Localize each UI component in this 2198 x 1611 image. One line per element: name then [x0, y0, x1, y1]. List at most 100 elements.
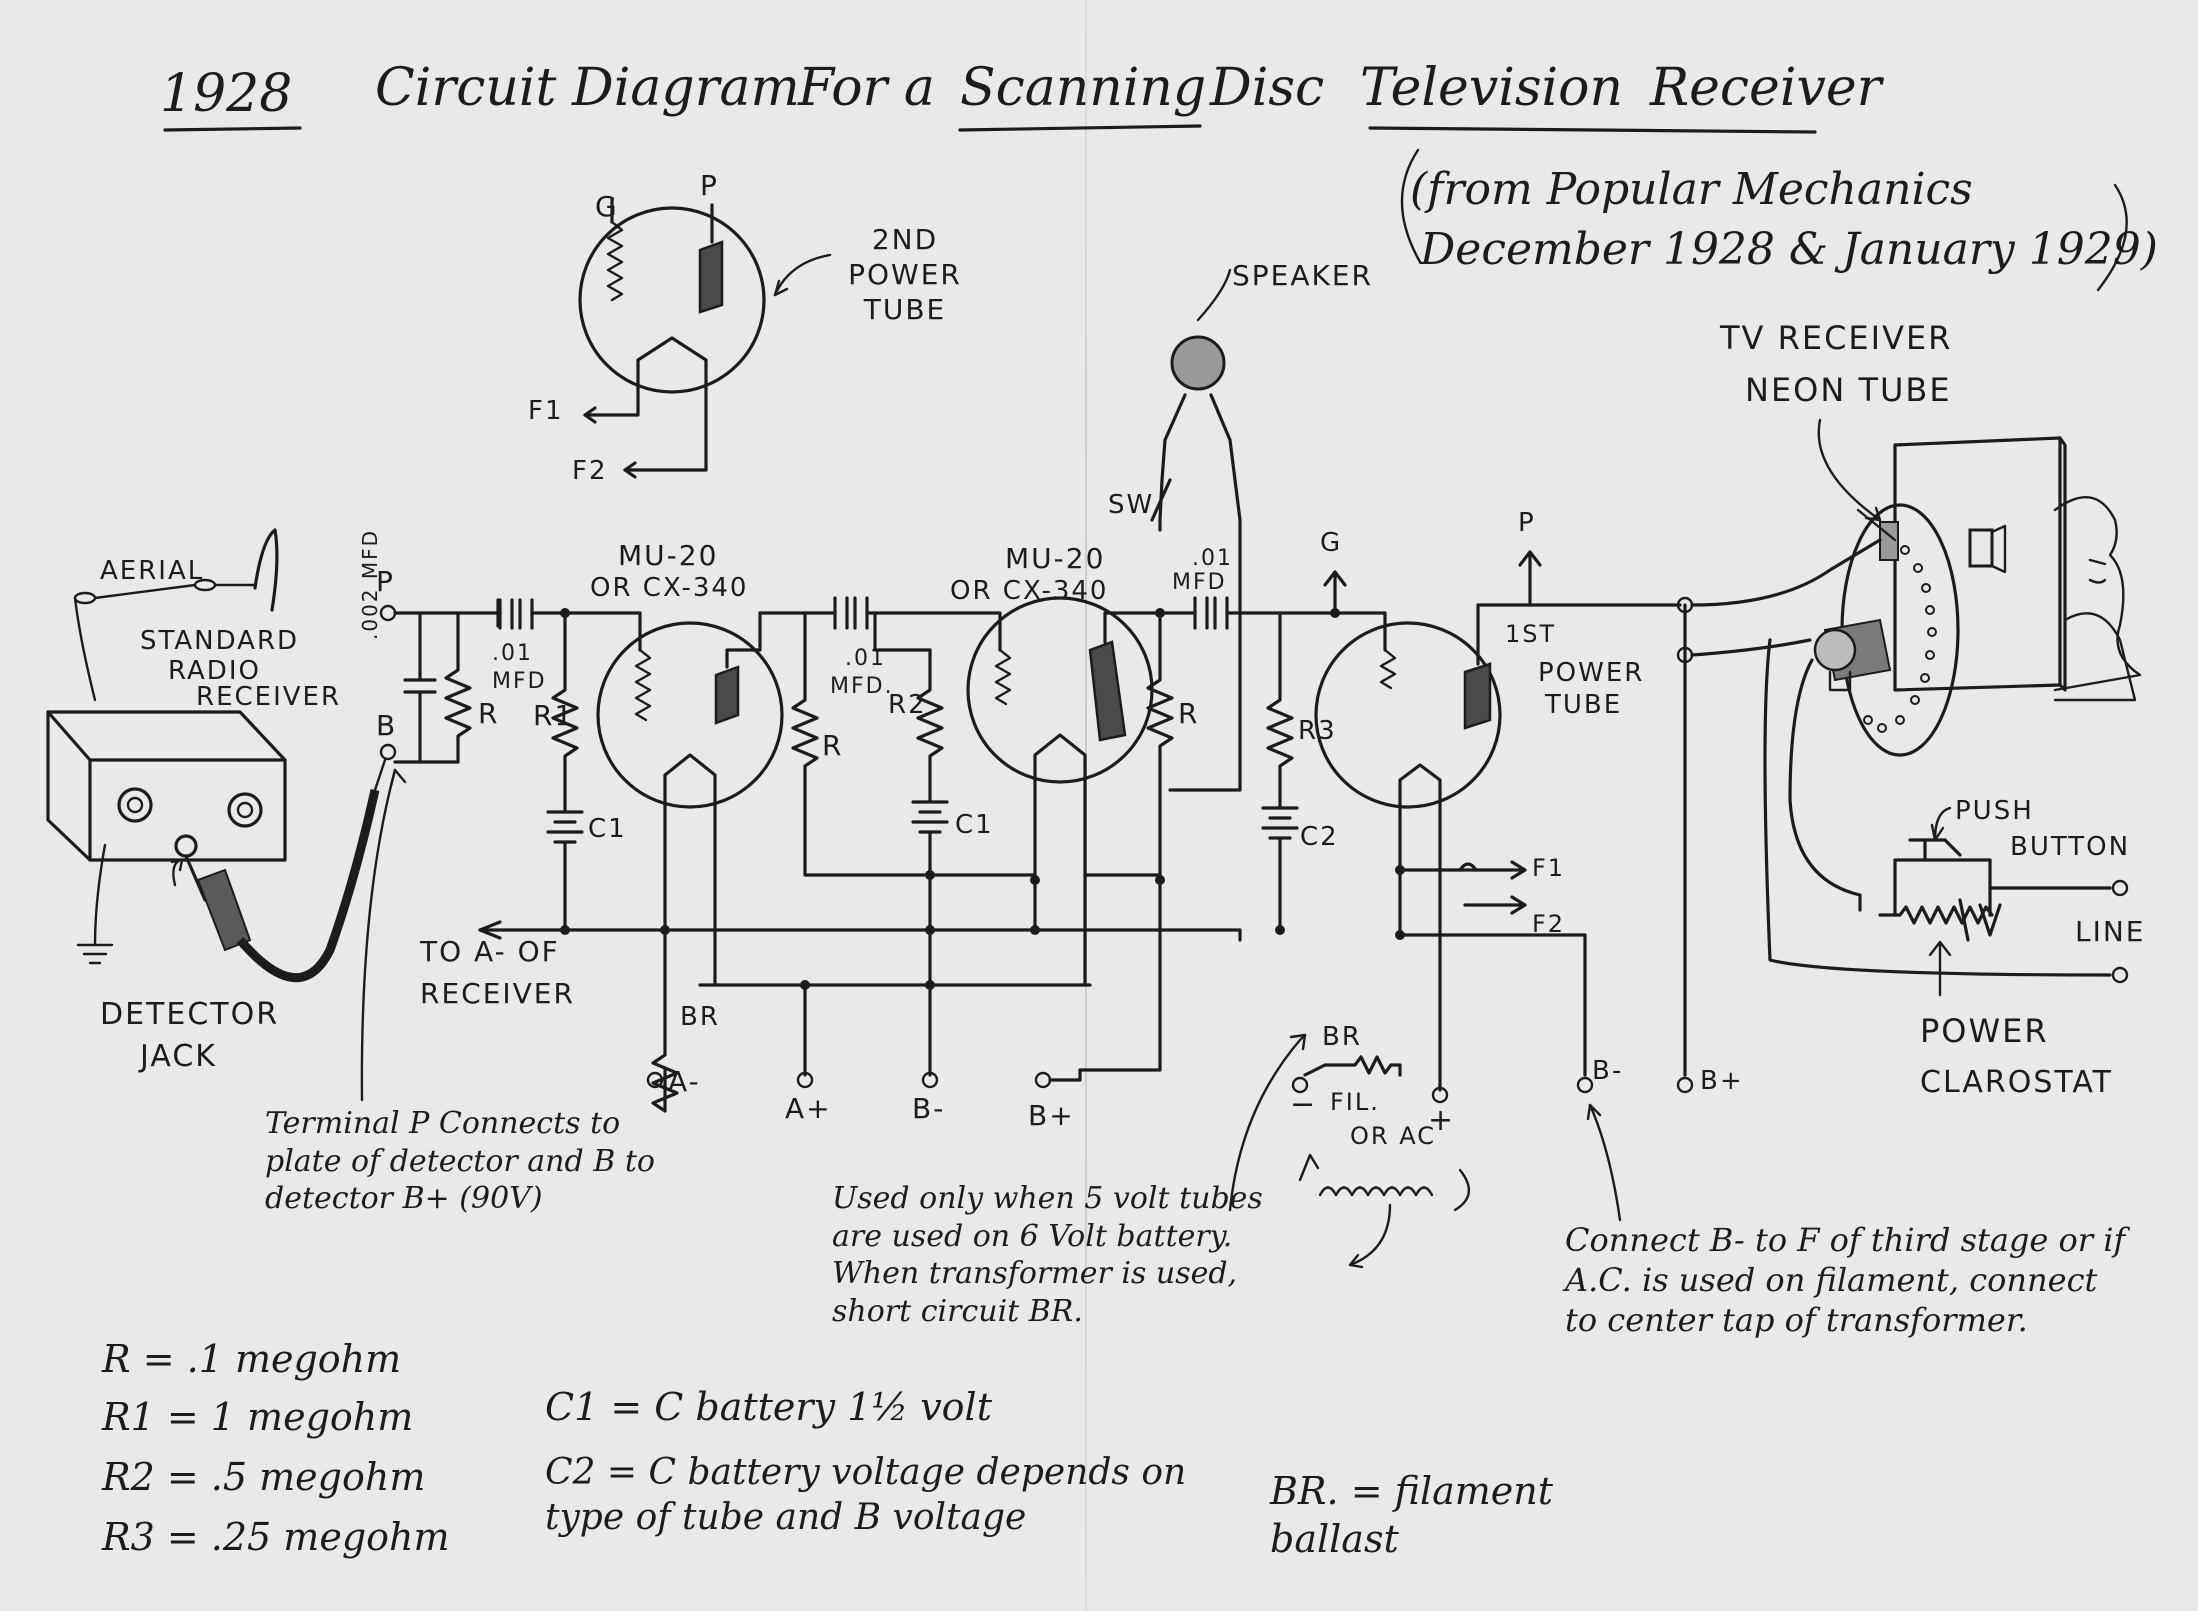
title-underlines — [163, 124, 1817, 134]
line-label: LINE — [2075, 915, 2146, 948]
source-line1: (from Popular Mechanics — [1410, 164, 1973, 215]
cap-002-label: .002 MFD — [358, 528, 382, 640]
g-out-label: G — [1320, 528, 1343, 558]
second-tube-f1-label: F1 — [528, 396, 564, 426]
radio-label: RADIO — [168, 656, 261, 686]
b-plus-terminal-label: B+ — [1028, 1099, 1075, 1132]
legend-c1: C1 = C battery 1½ volt — [545, 1385, 992, 1429]
cap3-label-b: MFD — [1172, 570, 1227, 595]
f2-out-label: F2 — [1532, 910, 1566, 938]
receiver-label: RECEIVER — [196, 682, 342, 712]
button-label: BUTTON — [2010, 832, 2131, 862]
title-word-circuit: Circuit — [375, 58, 557, 118]
legend-r1: R1 = 1 megohm — [102, 1395, 414, 1439]
tube1-symbol — [596, 611, 784, 987]
fil-minus-label: − — [1290, 1087, 1318, 1122]
title-word-scanning: Scanning — [960, 58, 1207, 118]
second-tube-g-label: G — [595, 190, 619, 223]
terminal-note: Terminal P Connects to plate of detector… — [265, 1106, 655, 1216]
title-year: 1928 — [160, 64, 293, 124]
note-arrows — [360, 768, 1622, 1222]
tube2-label-a: MU-20 — [1005, 542, 1106, 575]
source-parenthesis-left — [1400, 148, 1422, 264]
filament-transformer-coil — [1298, 1153, 1470, 1269]
title-word-diagram: Diagram — [572, 58, 800, 118]
second-power-tube-symbol — [578, 198, 832, 479]
legend-br: BR. = filament ballast — [1270, 1469, 1554, 1561]
br-usage-note: Used only when 5 volt tubes are used on … — [832, 1181, 1263, 1329]
aerial-label: AERIAL — [100, 556, 205, 586]
second-tube-p-label: P — [700, 169, 719, 202]
connect-b-note: Connect B- to F of third stage or if A.C… — [1565, 1221, 2126, 1339]
terminal-b-label: B — [376, 709, 398, 742]
bus-lines — [478, 920, 1242, 1113]
f1-out-label: F1 — [1532, 854, 1566, 882]
clarostat-label: CLAROSTAT — [1920, 1065, 2113, 1100]
r2-label: R2 — [888, 690, 927, 720]
source-line2: December 1928 & January 1929) — [1420, 224, 2158, 275]
title-word-television: Television — [1360, 58, 1623, 118]
stage3-network — [560, 570, 1387, 1072]
tube2-symbol — [966, 596, 1162, 987]
tube1-label-b: OR CX-340 — [590, 573, 749, 603]
first-power-label-b: POWER — [1538, 658, 1645, 688]
source-parenthesis-right — [2096, 183, 2128, 292]
tv-receiver-assembly — [1690, 418, 2142, 997]
speaker-symbol — [1150, 268, 1242, 792]
a-plus-terminal-label: A+ — [785, 1092, 832, 1125]
stage2-network — [758, 596, 1037, 987]
to-a-label: TO A- OF — [420, 935, 560, 968]
title-word-receiver: Receiver — [1650, 58, 1882, 118]
fil-label: FIL. — [1330, 1088, 1380, 1116]
c1-first-label: C1 — [588, 814, 627, 844]
standard-label: STANDARD — [140, 626, 300, 656]
first-power-label-a: 1ST — [1505, 620, 1557, 648]
cap2-label-b: MFD. — [830, 674, 894, 699]
b-minus-right-label: B- — [1592, 1056, 1624, 1086]
a-minus-terminal-label: A- — [668, 1065, 701, 1098]
br-fil-label: BR — [1322, 1022, 1362, 1052]
c1-second-label: C1 — [955, 810, 994, 840]
cap3-label-a: .01 — [1192, 546, 1233, 571]
standard-radio-receiver-box — [46, 710, 287, 965]
detector-label: DETECTOR — [100, 997, 280, 1032]
or-ac-label: OR AC — [1350, 1122, 1436, 1150]
legend-c2: C2 = C battery voltage depends on type o… — [545, 1452, 1187, 1538]
p-out-label: P — [1518, 508, 1536, 538]
legend-r: R = .1 megohm — [102, 1337, 402, 1381]
r1-label: R1 — [533, 699, 575, 732]
tube1-label-a: MU-20 — [618, 539, 719, 572]
title-word-for-a: For a — [798, 58, 935, 118]
cap2-label-a: .01 — [845, 646, 886, 671]
legend-r3: R3 = .25 megohm — [102, 1515, 450, 1559]
to-a-receiver-label: RECEIVER — [420, 977, 575, 1010]
resistor-r-third-label: R — [1178, 697, 1200, 730]
legend-r2: R2 = .5 megohm — [102, 1455, 426, 1499]
jack-label: JACK — [140, 1039, 217, 1074]
speaker-label: SPEAKER — [1232, 259, 1374, 292]
tv-receiver-label: TV RECEIVER — [1720, 319, 1953, 357]
first-power-label-c: TUBE — [1545, 690, 1623, 720]
power-label: POWER — [1920, 1012, 2049, 1050]
b-minus-terminal-label: B- — [912, 1092, 946, 1125]
tube2-label-b: OR CX-340 — [950, 576, 1109, 606]
fil-plus-label: + — [1428, 1103, 1456, 1138]
push-label: PUSH — [1955, 796, 2034, 826]
c2-label: C2 — [1300, 822, 1339, 852]
resistor-r-first-label: R — [478, 697, 500, 730]
br-left-label: BR — [680, 1002, 720, 1032]
cap1-label: .01 MFD — [492, 641, 547, 694]
aerial-symbol — [73, 528, 279, 702]
input-network — [379, 598, 642, 932]
resistor-r-second-label: R — [822, 729, 844, 762]
terminal-p-label: P — [376, 565, 395, 598]
first-power-tube-symbol — [1314, 550, 1682, 1092]
neon-tube-label: NEON TUBE — [1745, 371, 1952, 409]
r3-label: R3 — [1298, 716, 1337, 746]
second-power-tube-label: 2ND POWER TUBE — [848, 223, 962, 326]
title-word-disc: Disc — [1210, 58, 1325, 118]
second-tube-f2-label: F2 — [572, 456, 608, 486]
switch-label: SW — [1108, 490, 1155, 520]
